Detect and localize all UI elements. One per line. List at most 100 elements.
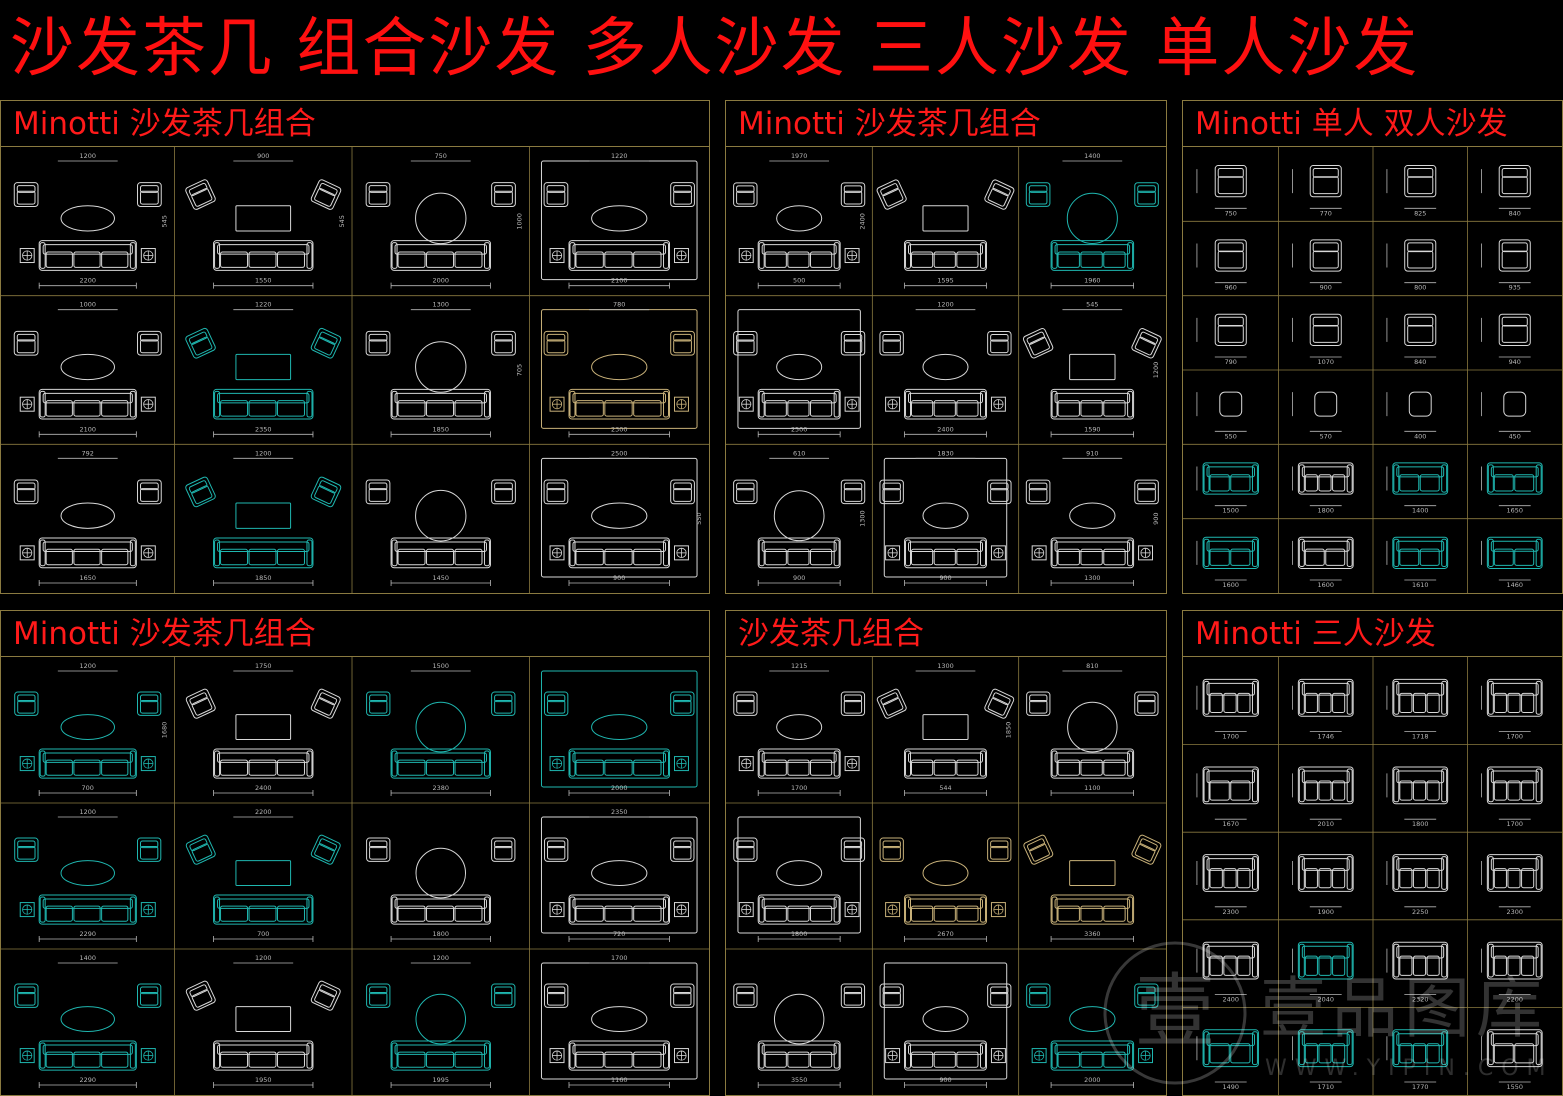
coffee-table (1069, 353, 1116, 381)
dimension-label: 780 (613, 301, 625, 309)
sofa-arm-left (214, 750, 221, 777)
dimension-label: 1600 (1223, 581, 1239, 589)
drawing-cell: 1670 (1196, 766, 1259, 828)
side-table (885, 1048, 901, 1064)
drawing-cell: 400 (1386, 391, 1437, 440)
sofa-outline (904, 748, 987, 779)
armchair-back (319, 480, 338, 494)
armchair (366, 837, 391, 862)
sofa-back (1054, 1044, 1131, 1055)
armchair-back (880, 692, 899, 706)
sofa-outline (390, 894, 491, 925)
drawing-cell: 3360 (1023, 834, 1162, 942)
armchair-back (1137, 482, 1156, 491)
armchair-back (369, 986, 388, 995)
armchair (544, 691, 569, 716)
side-table (673, 396, 689, 412)
sofa-cushion (575, 759, 604, 776)
sofa-cushion (426, 251, 455, 268)
armchair-seat (673, 845, 692, 860)
sofa-cushion (1237, 955, 1251, 976)
armchair (1023, 834, 1054, 865)
armchair-back (318, 984, 338, 998)
armchair (987, 983, 1012, 1008)
sofa-cushion (787, 548, 810, 566)
armchair-back (547, 840, 566, 849)
armchair-back (16, 482, 36, 491)
sofa-arm-right (483, 1042, 490, 1069)
armchair-outline (987, 330, 1012, 356)
armchair-outline (185, 980, 216, 1011)
armchair-back (1139, 838, 1158, 852)
sofa-back (572, 244, 667, 255)
drawing-cell: 1800 (1386, 766, 1449, 828)
sofa-arm-left (1298, 1031, 1305, 1066)
sofa-arm-left (391, 1042, 398, 1069)
sofa-cushion (810, 905, 833, 922)
armchair-seat (369, 699, 388, 714)
sofa-back (1301, 945, 1350, 959)
armchair-outline (1309, 165, 1342, 198)
sofa-arm-right (483, 390, 490, 418)
armchair-seat (314, 336, 336, 356)
armchair-back (1501, 168, 1528, 178)
armchair-outline (1134, 479, 1159, 505)
sofa-cushion (426, 548, 455, 566)
armchair (876, 688, 907, 719)
dimension-label: 1070 (1318, 358, 1334, 366)
coffee-table (776, 714, 823, 740)
armchair-seat (547, 699, 566, 714)
drawing-cell: 940 (1481, 313, 1531, 366)
sofa-cushion (1304, 868, 1318, 889)
armchair (840, 983, 866, 1008)
armchair-seat (191, 336, 213, 356)
coffee-table (776, 205, 823, 232)
dimension-label: 2200 (80, 277, 96, 285)
sofa-outline (1050, 748, 1135, 779)
sofa-arm-left (1487, 680, 1494, 715)
dimension-label: 1200 (433, 954, 449, 962)
sofa-back (1490, 770, 1539, 784)
sofa-back (217, 244, 310, 255)
sofa-arm-right (1251, 856, 1258, 890)
sofa-arm-left (391, 896, 398, 923)
armchair-outline (185, 327, 216, 359)
dimension-label: 1970 (791, 152, 807, 160)
sofa-arm-left (214, 390, 221, 418)
armchair-outline (1026, 983, 1051, 1008)
armchair-seat (191, 187, 213, 207)
dimension-label: 1830 (937, 449, 953, 457)
rug (540, 160, 698, 281)
sofa-arm-right (1127, 242, 1134, 269)
sofa-cushion (956, 548, 979, 566)
side-table (549, 902, 565, 918)
drawing-cell: 900 (1292, 239, 1342, 292)
sofa-arm-left (1487, 856, 1494, 890)
armchair-seat (1137, 991, 1156, 1006)
side-table (1138, 545, 1153, 561)
armchair (310, 834, 341, 865)
armchair (733, 691, 758, 716)
armchair-back (140, 482, 159, 491)
armchair-seat (987, 697, 1009, 716)
side-table (19, 545, 35, 561)
armchair-seat (17, 699, 36, 714)
armchair (733, 837, 758, 862)
sofa-cushion (1318, 1043, 1332, 1064)
sofa-cushion (787, 905, 810, 922)
sofa-cushion (397, 1051, 426, 1068)
armchair (365, 479, 391, 505)
sofa-cushion (1209, 1043, 1230, 1064)
armchair-outline (1404, 313, 1437, 346)
sofa-cushion (575, 905, 604, 922)
sofa-cushion (1304, 692, 1318, 714)
armchair-back (546, 482, 566, 491)
dimension-label: 900 (257, 152, 269, 160)
armchair-outline (137, 479, 162, 505)
armchair-seat (546, 488, 566, 502)
armchair-back (1217, 168, 1244, 178)
sofa-cushion (1209, 548, 1230, 566)
dimension-label: 2380 (433, 784, 449, 792)
armchair-back (992, 692, 1011, 706)
